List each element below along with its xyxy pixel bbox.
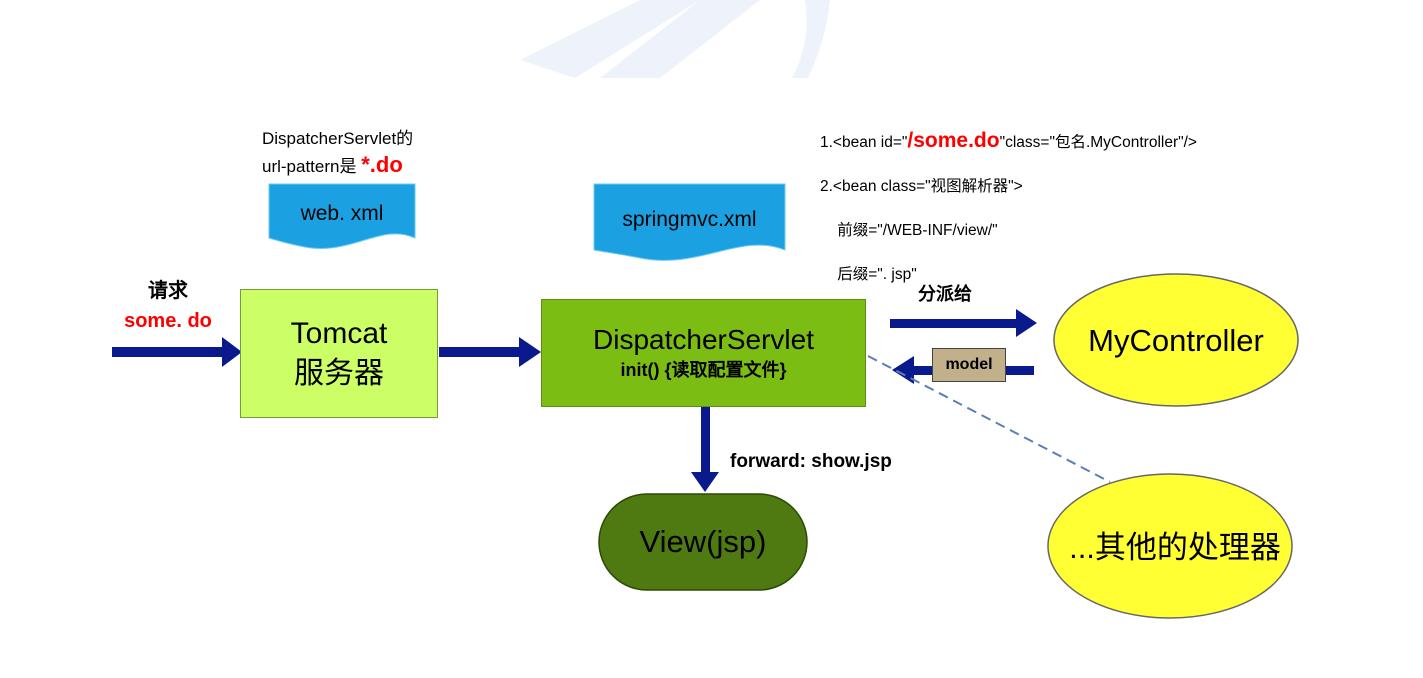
config-line2: 2.<bean class="视图解析器"> bbox=[820, 178, 1023, 195]
view-shape bbox=[598, 493, 808, 591]
model-box: model bbox=[932, 348, 1006, 382]
web-xml-label: web. xml bbox=[300, 202, 384, 225]
request-arrow-head bbox=[222, 337, 242, 367]
other-handlers-label: ...其他的处理器 bbox=[1069, 530, 1281, 565]
config-line1-prefix: 1.<bean id=" bbox=[820, 134, 908, 151]
web-xml-document-shape bbox=[268, 183, 416, 249]
other-handlers-ellipse bbox=[1047, 473, 1293, 619]
forward-arrow-head bbox=[691, 472, 719, 492]
servlet-pattern-note: DispatcherServlet的 url-pattern是 *.do bbox=[262, 126, 482, 180]
forward-label: forward: show.jsp bbox=[730, 451, 892, 472]
springmvc-xml-document-shape bbox=[593, 183, 786, 261]
request-label: 请求 some. do bbox=[108, 276, 228, 336]
dispatch-arrow-head bbox=[1016, 309, 1037, 337]
mycontroller-ellipse bbox=[1053, 273, 1299, 407]
watermark-stroke-2 bbox=[600, 0, 760, 78]
tomcat-box: Tomcat 服务器 bbox=[240, 289, 438, 418]
view-label: View(jsp) bbox=[639, 524, 767, 559]
dispatcher-title: DispatcherServlet bbox=[593, 324, 814, 355]
springmvc-xml-label: springmvc.xml bbox=[622, 208, 757, 231]
request-arrow-shaft bbox=[112, 347, 224, 357]
request-title: 请求 bbox=[148, 280, 188, 302]
tomcat-dispatcher-arrow-shaft bbox=[439, 347, 521, 357]
dispatch-arrow-shaft bbox=[890, 319, 1018, 328]
request-value: some. do bbox=[124, 310, 212, 332]
watermark-stroke-3 bbox=[792, 0, 830, 78]
config-note: 1.<bean id="/some.do"class="包名.MyControl… bbox=[820, 108, 1197, 308]
config-line1-suffix: "class="包名.MyController"/> bbox=[999, 134, 1197, 151]
tomcat-title: Tomcat bbox=[290, 316, 388, 350]
dispatch-label: 分派给 bbox=[918, 284, 972, 304]
servlet-note-line2: url-pattern是 *.do bbox=[262, 152, 482, 180]
servlet-note-prefix: url-pattern是 bbox=[262, 157, 362, 176]
watermark-stroke-1 bbox=[520, 0, 700, 78]
model-return-arrow-head bbox=[892, 356, 914, 384]
servlet-note-pattern: *.do bbox=[361, 152, 403, 177]
config-line4: 后缀=". jsp" bbox=[820, 266, 917, 283]
config-line1-id: /some.do bbox=[907, 129, 1000, 152]
forward-arrow-shaft bbox=[701, 406, 710, 474]
watermark-shapes bbox=[520, 0, 830, 78]
tomcat-dispatcher-arrow-head bbox=[519, 337, 541, 367]
tomcat-subtitle: 服务器 bbox=[294, 356, 384, 390]
mycontroller-label: MyController bbox=[1088, 323, 1264, 358]
dashed-connector bbox=[867, 355, 1111, 483]
dispatcher-servlet-box: DispatcherServlet init() {读取配置文件} bbox=[541, 299, 866, 407]
dispatcher-subtitle: init() {读取配置文件} bbox=[620, 360, 787, 380]
config-line1: 1.<bean id="/some.do"class="包名.MyControl… bbox=[820, 130, 1197, 154]
servlet-note-line1: DispatcherServlet的 bbox=[262, 129, 414, 148]
config-line3: 前缀="/WEB-INF/view/" bbox=[820, 222, 998, 239]
